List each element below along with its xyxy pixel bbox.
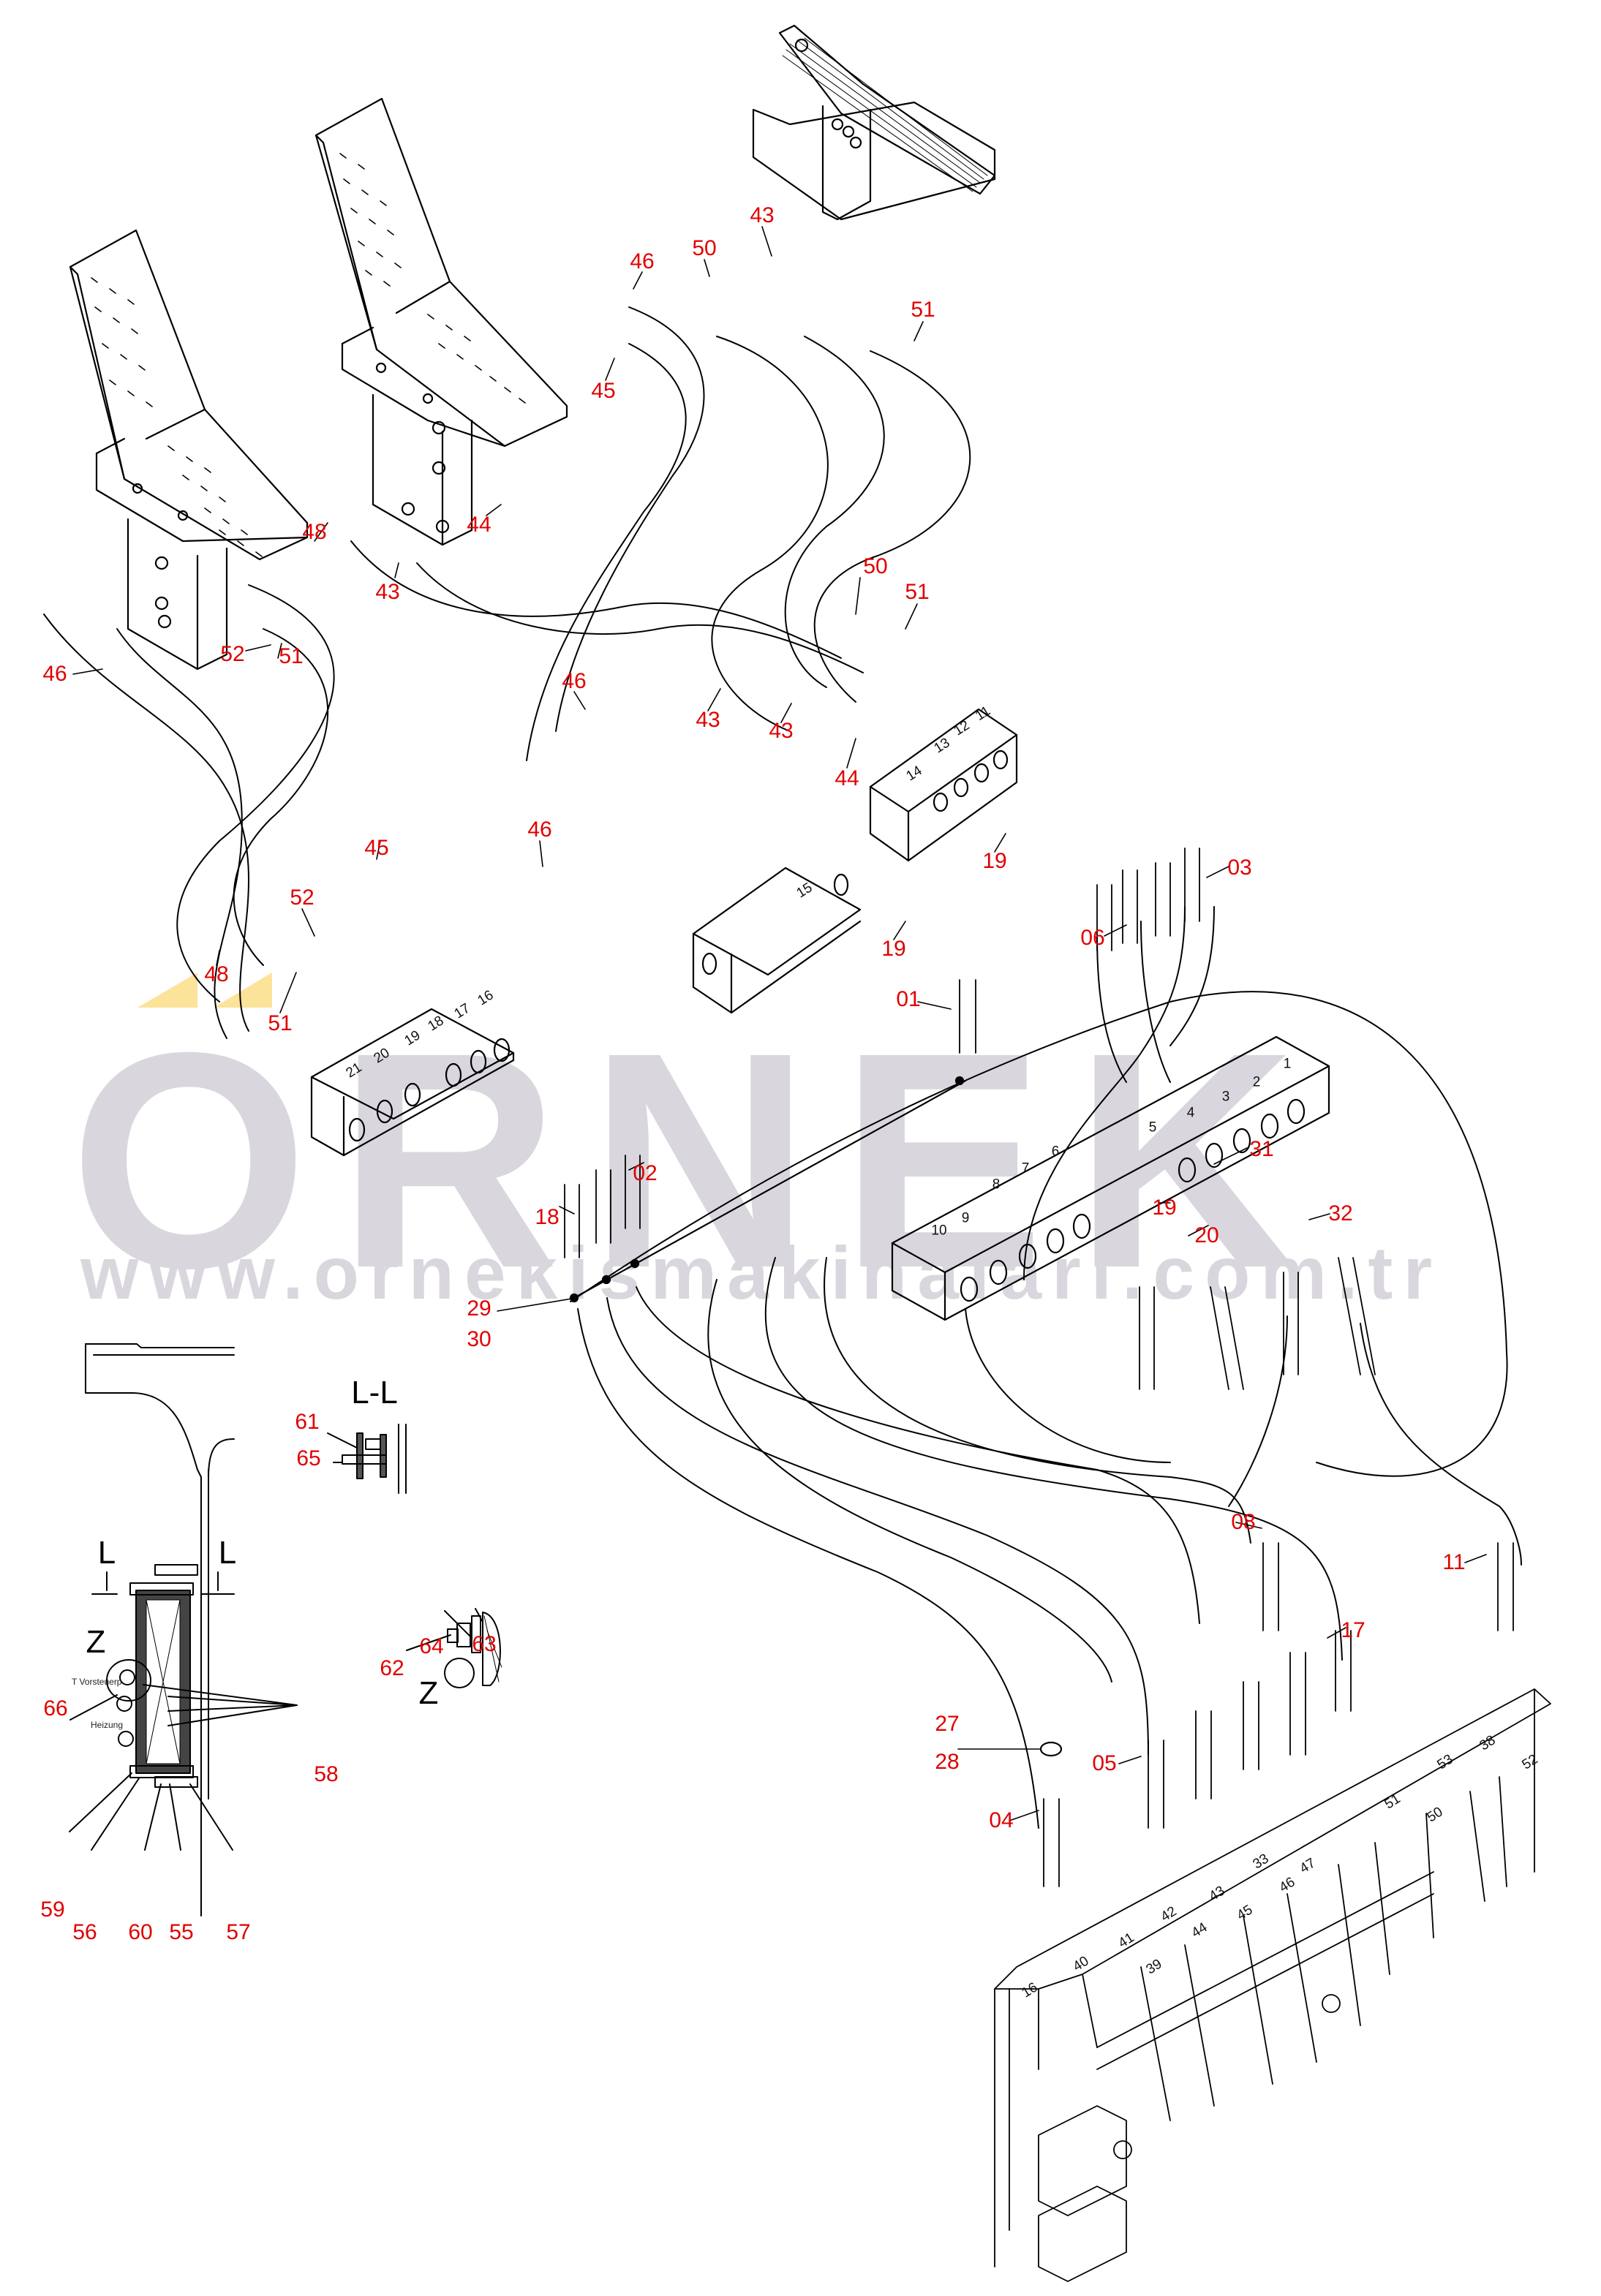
section-ll-title: L-L [351, 1375, 398, 1411]
watermark-url: www.ornekismakinalari.com.tr [80, 1231, 1443, 1315]
callout-44-upper: 44 [835, 766, 859, 790]
callout-43-upper-b: 43 [769, 719, 794, 743]
clamp-dot [630, 1258, 640, 1269]
callout-45-middle-pedal: 45 [591, 379, 616, 403]
port-7: 7 [1021, 1160, 1030, 1177]
detail-z [406, 1608, 502, 1688]
callout-63: 63 [472, 1632, 497, 1656]
callout-08: 08 [1231, 1510, 1256, 1534]
callout-11: 11 [1442, 1550, 1466, 1574]
block-16-21 [310, 1008, 515, 1157]
callout-51-left-pedal: 51 [279, 644, 304, 668]
callout-30: 30 [467, 1327, 491, 1351]
cut-marker-left: L [97, 1535, 116, 1571]
callout-64: 64 [419, 1634, 444, 1658]
callout-27: 27 [935, 1712, 960, 1736]
port-8: 8 [992, 1177, 1001, 1193]
hose-ring [1039, 1741, 1063, 1757]
callout-01: 01 [896, 987, 921, 1011]
callout-31: 31 [1249, 1137, 1274, 1161]
callout-20: 20 [1194, 1223, 1219, 1247]
callout-45-left: 45 [364, 836, 389, 860]
callout-03: 03 [1227, 856, 1252, 880]
port-2: 2 [1252, 1074, 1261, 1090]
callout-05: 05 [1092, 1751, 1117, 1775]
port-1: 1 [1283, 1056, 1292, 1072]
watermark-accent-triangle-2 [214, 973, 272, 1008]
block-11-14 [869, 708, 1018, 862]
clamp-dot [954, 1076, 965, 1086]
detail-ll [327, 1424, 407, 1494]
port-3: 3 [1221, 1089, 1230, 1105]
callout-66: 66 [43, 1696, 68, 1721]
pedal-right [752, 24, 996, 221]
callout-06: 06 [1080, 926, 1105, 950]
note-pilot-pump: T Vorsteuerp [72, 1677, 122, 1687]
callout-48-left-pedal: 48 [302, 520, 327, 544]
detail-z-marker: Z [86, 1624, 106, 1660]
leader-lines [72, 226, 1487, 1821]
watermark-brand: ORNEK [69, 989, 1325, 1332]
callout-50-upper: 50 [863, 554, 888, 578]
callout-43-right-pedal: 43 [750, 203, 775, 227]
callout-52-left-pedal: 52 [220, 642, 245, 666]
callout-65: 65 [296, 1446, 321, 1470]
callout-58: 58 [314, 1762, 339, 1786]
callout-19-block11: 19 [982, 849, 1007, 873]
callout-46-middle-pedal: 46 [630, 249, 655, 273]
callout-51-right-pedal: 51 [911, 298, 935, 322]
callout-51-upper: 51 [905, 580, 930, 604]
callout-32: 32 [1328, 1201, 1353, 1226]
callout-44-middle-pedal: 44 [467, 513, 491, 537]
port-5: 5 [1148, 1119, 1157, 1136]
pedal-left [69, 229, 309, 671]
callout-29: 29 [467, 1296, 491, 1321]
callout-28: 28 [935, 1750, 960, 1774]
port-10: 10 [931, 1223, 947, 1239]
pedal-middle [314, 97, 568, 546]
callout-46-mid: 46 [527, 817, 552, 842]
detail-z-title: Z [418, 1675, 439, 1711]
port-4: 4 [1186, 1105, 1195, 1121]
callout-57: 57 [226, 1920, 251, 1944]
port-6: 6 [1051, 1144, 1060, 1160]
callout-02: 02 [633, 1161, 658, 1185]
callout-62: 62 [380, 1656, 404, 1680]
watermark-accent-triangle-1 [138, 973, 197, 1008]
callout-61: 61 [295, 1410, 320, 1434]
callout-51-left: 51 [268, 1011, 293, 1035]
cut-marker-right: L [218, 1535, 237, 1571]
callout-48-left: 48 [204, 962, 229, 986]
port-9: 9 [961, 1210, 970, 1226]
hose-ends [564, 847, 1514, 1887]
callout-43-middle-pedal: 43 [375, 580, 400, 604]
callout-56: 56 [72, 1920, 97, 1944]
clamp-dot [601, 1274, 611, 1285]
callout-04: 04 [989, 1808, 1014, 1832]
callout-19-block15: 19 [881, 937, 906, 961]
callout-46-left-pedal: 46 [42, 662, 67, 686]
callout-59: 59 [40, 1897, 65, 1922]
block-1-10 [891, 1035, 1330, 1321]
callout-43-upper-a: 43 [696, 708, 720, 732]
callout-60: 60 [128, 1920, 153, 1944]
callout-17: 17 [1341, 1618, 1365, 1642]
section-view [69, 1343, 298, 1917]
clamp-dot [569, 1293, 579, 1303]
callout-46-upper: 46 [562, 669, 587, 693]
note-heating: Heizung [91, 1720, 124, 1730]
block-15 [692, 866, 862, 1014]
callout-55: 55 [169, 1920, 194, 1944]
mounting-frame [994, 1688, 1551, 2282]
callout-19-main: 19 [1152, 1196, 1177, 1220]
callout-52-left: 52 [290, 885, 314, 910]
hose-runs [43, 306, 1522, 1829]
clamp-line [569, 1076, 1063, 1757]
callout-50-right-pedal: 50 [692, 236, 717, 260]
callout-18: 18 [535, 1205, 560, 1229]
